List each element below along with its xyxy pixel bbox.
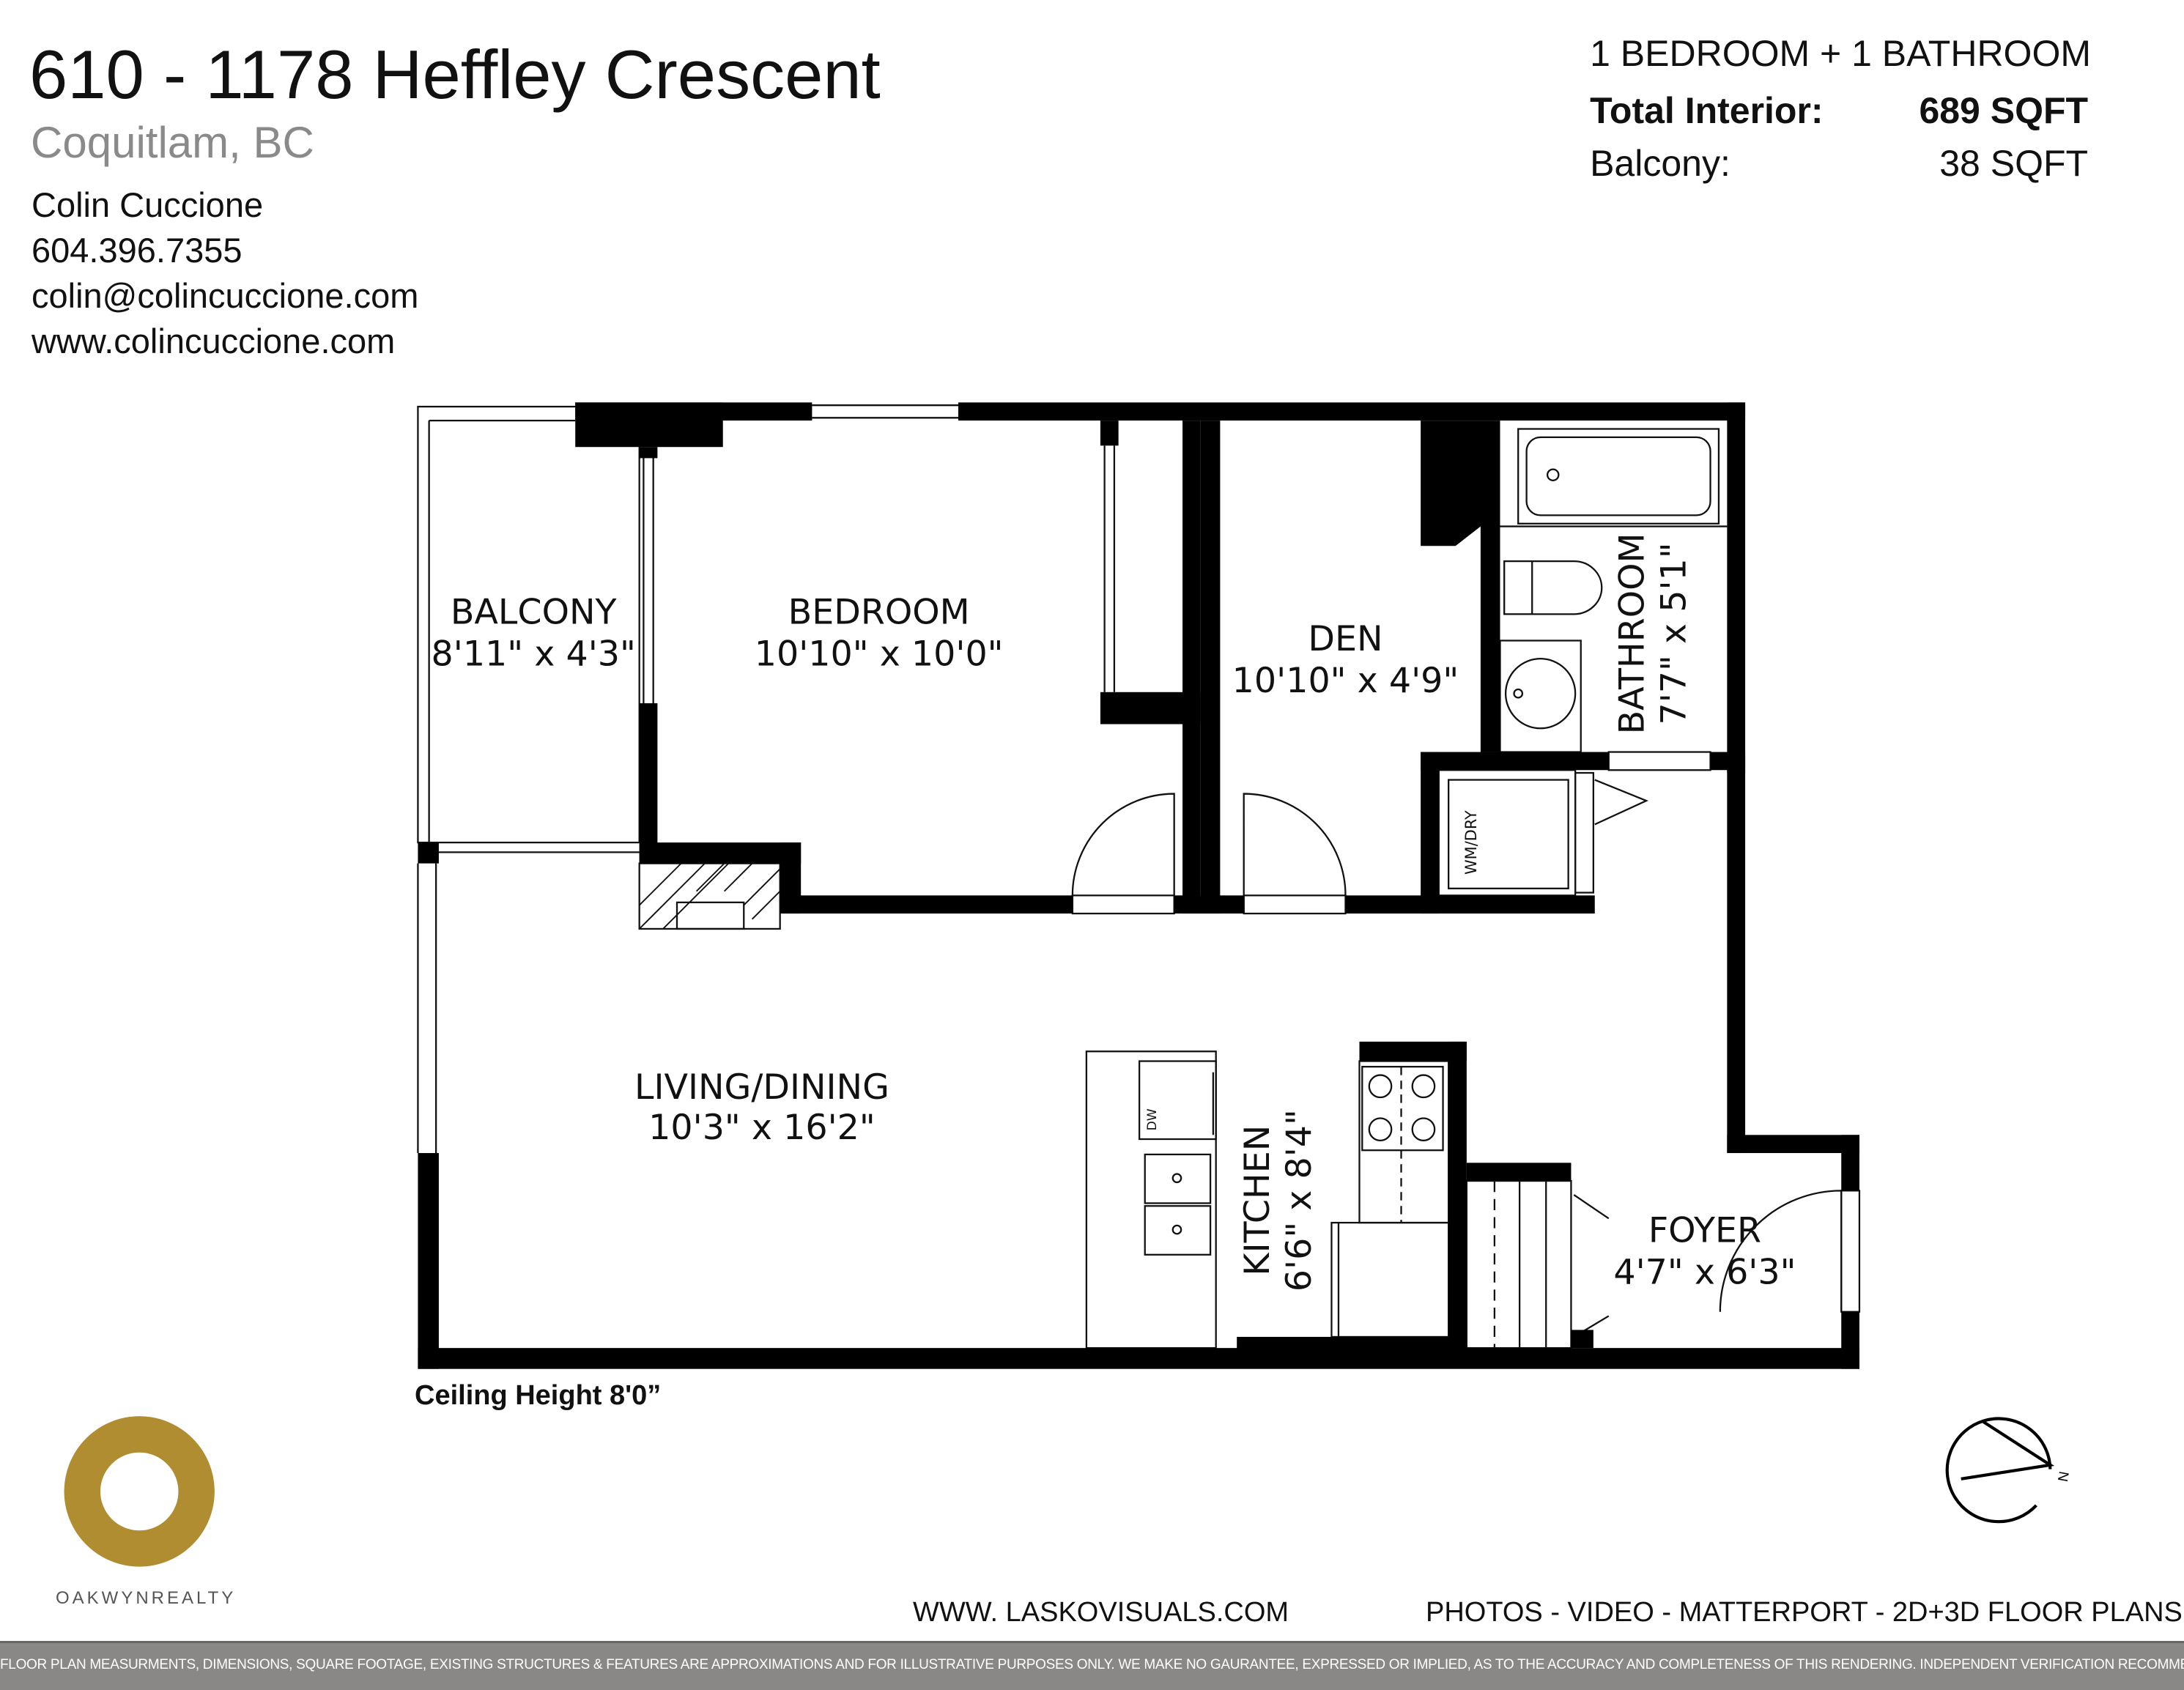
bathroom-name: BATHROOM xyxy=(1612,533,1652,734)
bed-bath-summary: 1 BEDROOM + 1 BATHROOM xyxy=(1590,33,2091,74)
photographer-services: PHOTOS - VIDEO - MATTERPORT - 2D+3D FLOO… xyxy=(1426,1597,2183,1628)
balcony-value: 38 SQFT xyxy=(1939,143,2089,184)
walls xyxy=(418,402,1859,1369)
agent-name: Colin Cuccione xyxy=(32,185,264,224)
living-name: LIVING/DINING xyxy=(634,1067,889,1108)
compass-north-label: N xyxy=(2056,1470,2073,1483)
living-size: 10'3" x 16'2" xyxy=(648,1108,876,1148)
bathroom-size: 7'7" x 5'1" xyxy=(1654,542,1694,724)
dishwasher-label: DW xyxy=(1145,1108,1160,1130)
logo-wordmark: OAKWYNREALTY xyxy=(56,1588,237,1608)
balcony-label: Balcony: xyxy=(1590,143,1730,184)
agent-website[interactable]: www.colincuccione.com xyxy=(32,322,396,360)
foyer-name: FOYER xyxy=(1648,1211,1761,1251)
oakwyn-logo xyxy=(64,1416,215,1567)
den-size: 10'10" x 4'9" xyxy=(1232,661,1459,701)
agent-email[interactable]: colin@colincuccione.com xyxy=(32,276,419,315)
unit-specs: 1 BEDROOM + 1 BATHROOM Total Interior: 6… xyxy=(1590,32,2091,195)
bedroom-name: BEDROOM xyxy=(788,593,970,633)
interior-label: Total Interior: xyxy=(1590,90,1824,131)
disclaimer-bar: FLOOR PLAN MEASURMENTS, DIMENSIONS, SQUA… xyxy=(0,1641,2184,1690)
fireplace-hatch xyxy=(639,862,781,930)
ceiling-height: Ceiling Height 8'0” xyxy=(415,1380,662,1411)
balcony-size: 8'11" x 4'3" xyxy=(432,634,636,675)
bedroom-size: 10'10" x 10'0" xyxy=(755,634,1004,675)
balcony-name: BALCONY xyxy=(451,593,618,633)
foyer-size: 4'7" x 6'3" xyxy=(1613,1253,1796,1293)
compass-icon: N xyxy=(1945,1417,2073,1524)
listing-address: 610 - 1178 Heffley Crescent xyxy=(29,36,881,113)
laundry-label: WM/DRY xyxy=(1462,810,1480,875)
balcony-row: Balcony: 38 SQFT xyxy=(1590,142,2088,185)
den-name: DEN xyxy=(1308,619,1382,659)
agent-phone: 604.396.7355 xyxy=(32,231,243,270)
listing-city: Coquitlam, BC xyxy=(31,118,314,167)
kitchen-size: 6'6" x 8'4" xyxy=(1279,1109,1319,1291)
interior-value: 689 SQFT xyxy=(1919,90,2089,131)
interior-row: Total Interior: 689 SQFT xyxy=(1590,89,2088,132)
photographer-website[interactable]: WWW. LASKOVISUALS.COM xyxy=(913,1597,1289,1628)
kitchen-name: KITCHEN xyxy=(1237,1125,1278,1276)
